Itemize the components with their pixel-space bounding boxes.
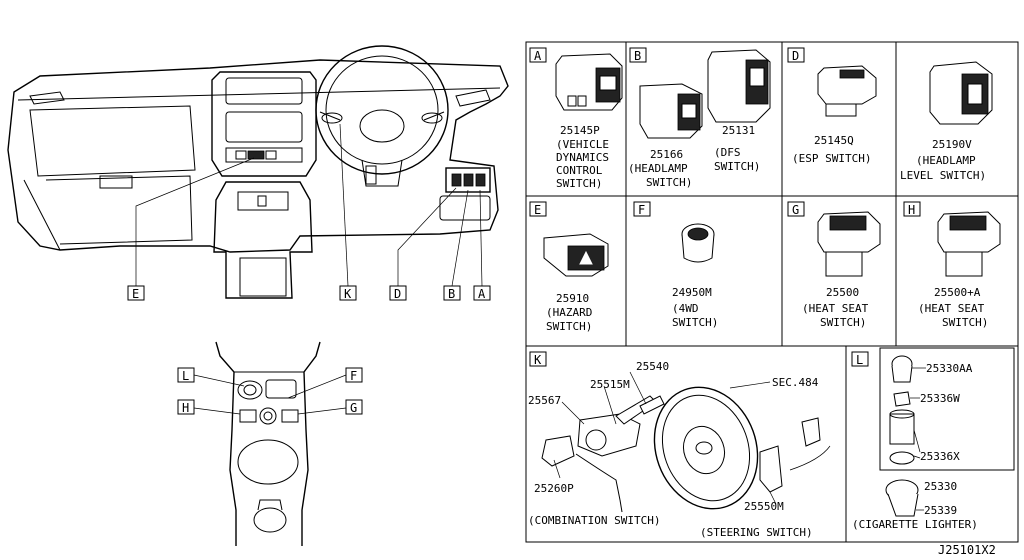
part-25145q: 25145Q xyxy=(814,134,854,147)
panel-l: L 25330AA 25336W 25336X 25330 25339 (CIG… xyxy=(851,347,1015,531)
callout-l: L xyxy=(182,369,189,383)
panel-d: D 25145Q (ESP SWITCH) xyxy=(787,47,877,165)
console-leaders xyxy=(193,374,347,415)
desc-f-0: (4WD xyxy=(672,302,699,315)
desc-g-1: SWITCH) xyxy=(820,316,866,329)
part-25336x: 25336X xyxy=(920,450,960,463)
desc-g-0: (HEAT SEAT xyxy=(802,302,869,315)
part-25500a: 25500+A xyxy=(934,286,981,299)
panel-b-letter: B xyxy=(634,49,641,63)
overview-callouts: E K D B A xyxy=(127,285,491,301)
panel-e-letter: E xyxy=(534,203,541,217)
callout-e: E xyxy=(132,287,139,301)
part-25910: 25910 xyxy=(556,292,589,305)
caption-combination-switch: (COMBINATION SWITCH) xyxy=(528,514,660,527)
panel-g: G 25500 (HEAT SEAT SWITCH) xyxy=(787,201,881,329)
callout-d: D xyxy=(394,287,401,301)
part-25190v: 25190V xyxy=(932,138,972,151)
panel-h-letter: H xyxy=(908,203,915,217)
part-25330aa: 25330AA xyxy=(926,362,973,375)
desc-a-2: CONTROL xyxy=(556,164,603,177)
part-25567: 25567 xyxy=(528,394,561,407)
panel-l-letter: L xyxy=(856,353,863,367)
panel-headlamp-level: 25190V (HEADLAMP LEVEL SWITCH) xyxy=(900,61,993,182)
desc-a-3: SWITCH) xyxy=(556,177,602,190)
desc-b1-0: (HEADLAMP xyxy=(628,162,688,175)
console-callouts: L F H G xyxy=(177,367,363,415)
part-25330: 25330 xyxy=(924,480,957,493)
desc-e-1: SWITCH) xyxy=(546,320,592,333)
desc-b1-1: SWITCH) xyxy=(646,176,692,189)
part-25166: 25166 xyxy=(650,148,683,161)
desc-a-0: (VEHICLE xyxy=(556,138,609,151)
callout-b: B xyxy=(448,287,455,301)
caption-steering-switch: (STEERING SWITCH) xyxy=(700,526,813,539)
overview-leaders xyxy=(135,123,483,287)
panel-b: B 25166 (HEADLAMP SWITCH) 25131 (DFS SWI… xyxy=(628,47,771,189)
dashboard-drawing xyxy=(7,45,509,299)
panel-a: A 25145P (VEHICLE DYNAMICS CONTROL SWITC… xyxy=(529,47,623,190)
part-25339: 25339 xyxy=(924,504,957,517)
panel-k-letter: K xyxy=(534,353,542,367)
panel-d-letter: D xyxy=(792,49,799,63)
desc-e-0: (HAZARD xyxy=(546,306,592,319)
part-25260p: 25260P xyxy=(534,482,574,495)
panel-g-letter: G xyxy=(792,203,799,217)
panel-grid xyxy=(525,41,1019,543)
panel-h: H 25500+A (HEAT SEAT SWITCH) xyxy=(903,201,1001,329)
caption-cigarette-lighter: (CIGARETTE LIGHTER) xyxy=(852,518,978,531)
console-drawing xyxy=(215,341,321,546)
desc-d-0: (ESP SWITCH) xyxy=(792,152,871,165)
desc-h-1: SWITCH) xyxy=(942,316,988,329)
callout-h: H xyxy=(182,401,189,415)
part-25336w: 25336W xyxy=(920,392,960,405)
callout-k: K xyxy=(344,287,352,301)
desc-a-1: DYNAMICS xyxy=(556,151,609,164)
callout-f: F xyxy=(350,369,357,383)
part-25145p: 25145P xyxy=(560,124,600,137)
part-25540: 25540 xyxy=(636,360,669,373)
desc-f-1: SWITCH) xyxy=(672,316,718,329)
part-24950m: 24950M xyxy=(672,286,712,299)
desc-hl-0: (HEADLAMP xyxy=(916,154,976,167)
part-25550m: 25550M xyxy=(744,500,784,513)
panel-a-letter: A xyxy=(534,49,542,63)
panel-k: K 25540 25515M 25567 SEC.484 25260P 2555… xyxy=(528,351,831,539)
desc-hl-1: LEVEL SWITCH) xyxy=(900,169,986,182)
part-25515m: 25515M xyxy=(590,378,630,391)
desc-h-0: (HEAT SEAT xyxy=(918,302,985,315)
callout-a: A xyxy=(478,287,486,301)
part-25131: 25131 xyxy=(722,124,755,137)
part-sec484: SEC.484 xyxy=(772,376,819,389)
desc-b2-1: SWITCH) xyxy=(714,160,760,173)
callout-g: G xyxy=(350,401,357,415)
part-25500: 25500 xyxy=(826,286,859,299)
panel-f-letter: F xyxy=(638,203,645,217)
panel-f: F 24950M (4WD SWITCH) xyxy=(633,201,718,329)
desc-b2-0: (DFS xyxy=(714,146,741,159)
panel-e: E 25910 (HAZARD SWITCH) xyxy=(529,201,609,333)
diagram-code: J25101X2 xyxy=(938,543,996,557)
